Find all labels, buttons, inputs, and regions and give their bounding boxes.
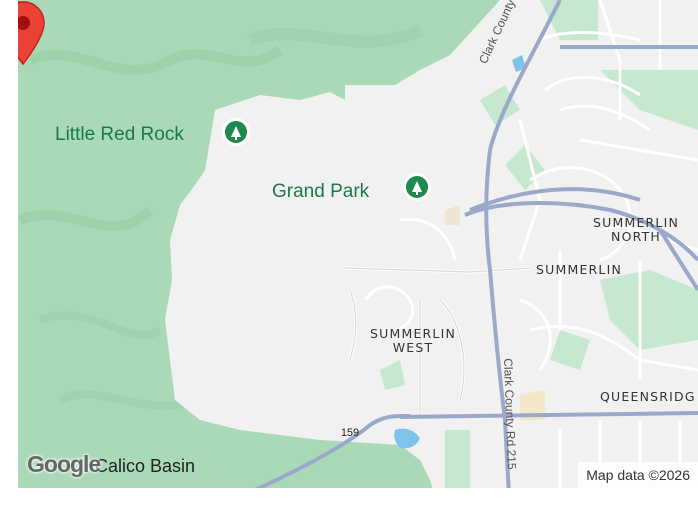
park-patch — [380, 360, 405, 390]
clark-county-rd-215 — [484, 0, 562, 515]
poi-little-red-rock-label[interactable]: Little Red Rock — [55, 124, 184, 145]
area-queensridge-label: QUEENSRIDG — [600, 389, 696, 404]
park-patch — [600, 270, 698, 350]
area-summerlin-west-label: SUMMERLIN WEST — [370, 327, 456, 355]
poi-grand-park-label[interactable]: Grand Park — [272, 181, 370, 202]
area-line: NORTH — [611, 229, 662, 244]
park-patch — [550, 330, 590, 370]
bottom-frame — [0, 488, 698, 515]
tan-patch — [520, 390, 545, 420]
map-attribution[interactable]: Map data ©2026 — [578, 462, 698, 488]
google-logo: Google — [27, 451, 101, 477]
area-line: SUMMERLIN — [593, 215, 680, 230]
route-shield-number: 159 — [340, 427, 360, 439]
left-frame — [0, 0, 18, 515]
summerlin-pkwy — [399, 411, 698, 419]
water — [512, 55, 526, 72]
area-summerlin-north-label: SUMMERLIN NORTH — [593, 216, 679, 244]
water — [394, 428, 420, 449]
area-line: WEST — [392, 340, 434, 355]
calico-basin-label[interactable]: Calico Basin — [95, 456, 196, 476]
tree-icon[interactable] — [222, 118, 250, 146]
area-summerlin-label: SUMMERLIN — [536, 262, 623, 277]
park-patch — [445, 430, 470, 490]
tree-icon[interactable] — [403, 173, 431, 201]
local-street-borders — [344, 267, 531, 420]
urban-area — [165, 0, 698, 515]
tan-patch — [445, 205, 460, 225]
area-line: SUMMERLIN — [370, 326, 457, 341]
